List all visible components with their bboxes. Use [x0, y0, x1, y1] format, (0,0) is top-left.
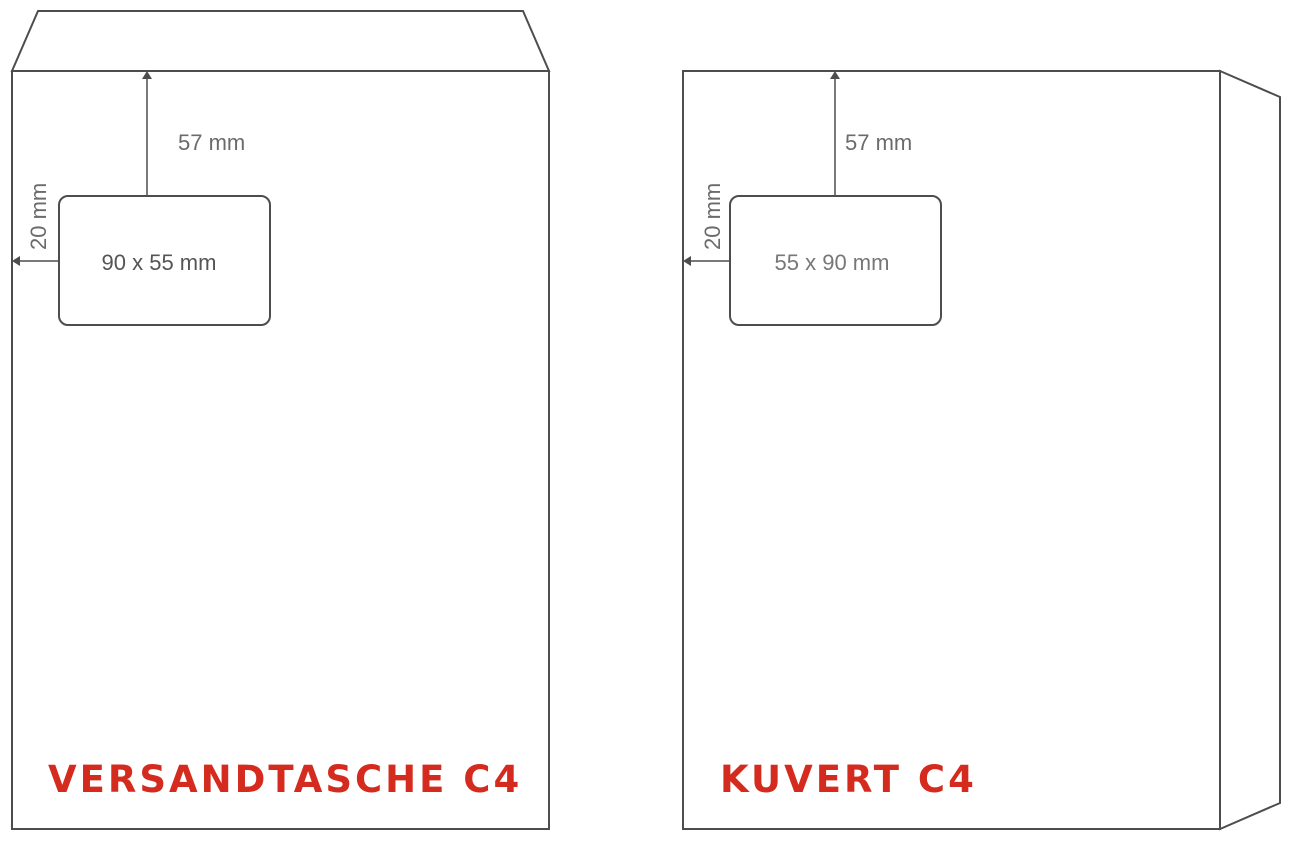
left-offset-label: 20 mm [700, 183, 725, 250]
address-window [729, 195, 942, 326]
top-offset-label: 57 mm [845, 130, 912, 155]
top-offset-arrow-icon [830, 71, 840, 79]
envelope-versandtasche: 57 mm 20 mm 90 x 55 mm VERSANDTASCHE C4 [10, 10, 551, 830]
top-offset-label: 57 mm [178, 130, 245, 155]
envelope-kuvert: 57 mm 20 mm 55 x 90 mm KUVERT C4 [682, 69, 1281, 831]
top-offset-arrow-icon [142, 71, 152, 79]
left-offset-arrow-icon [683, 256, 691, 266]
address-window [58, 195, 271, 326]
left-offset-arrow-icon [12, 256, 20, 266]
envelope-side-flap [1219, 69, 1281, 831]
window-size-label: 55 x 90 mm [775, 250, 890, 275]
envelope-title: KUVERT C4 [720, 758, 977, 801]
left-offset-label: 20 mm [26, 183, 51, 250]
window-size-label: 90 x 55 mm [102, 250, 217, 275]
envelope-title: VERSANDTASCHE C4 [48, 758, 522, 801]
envelope-flap [10, 10, 551, 72]
envelope-body [682, 70, 1221, 830]
envelope-body [11, 70, 550, 830]
